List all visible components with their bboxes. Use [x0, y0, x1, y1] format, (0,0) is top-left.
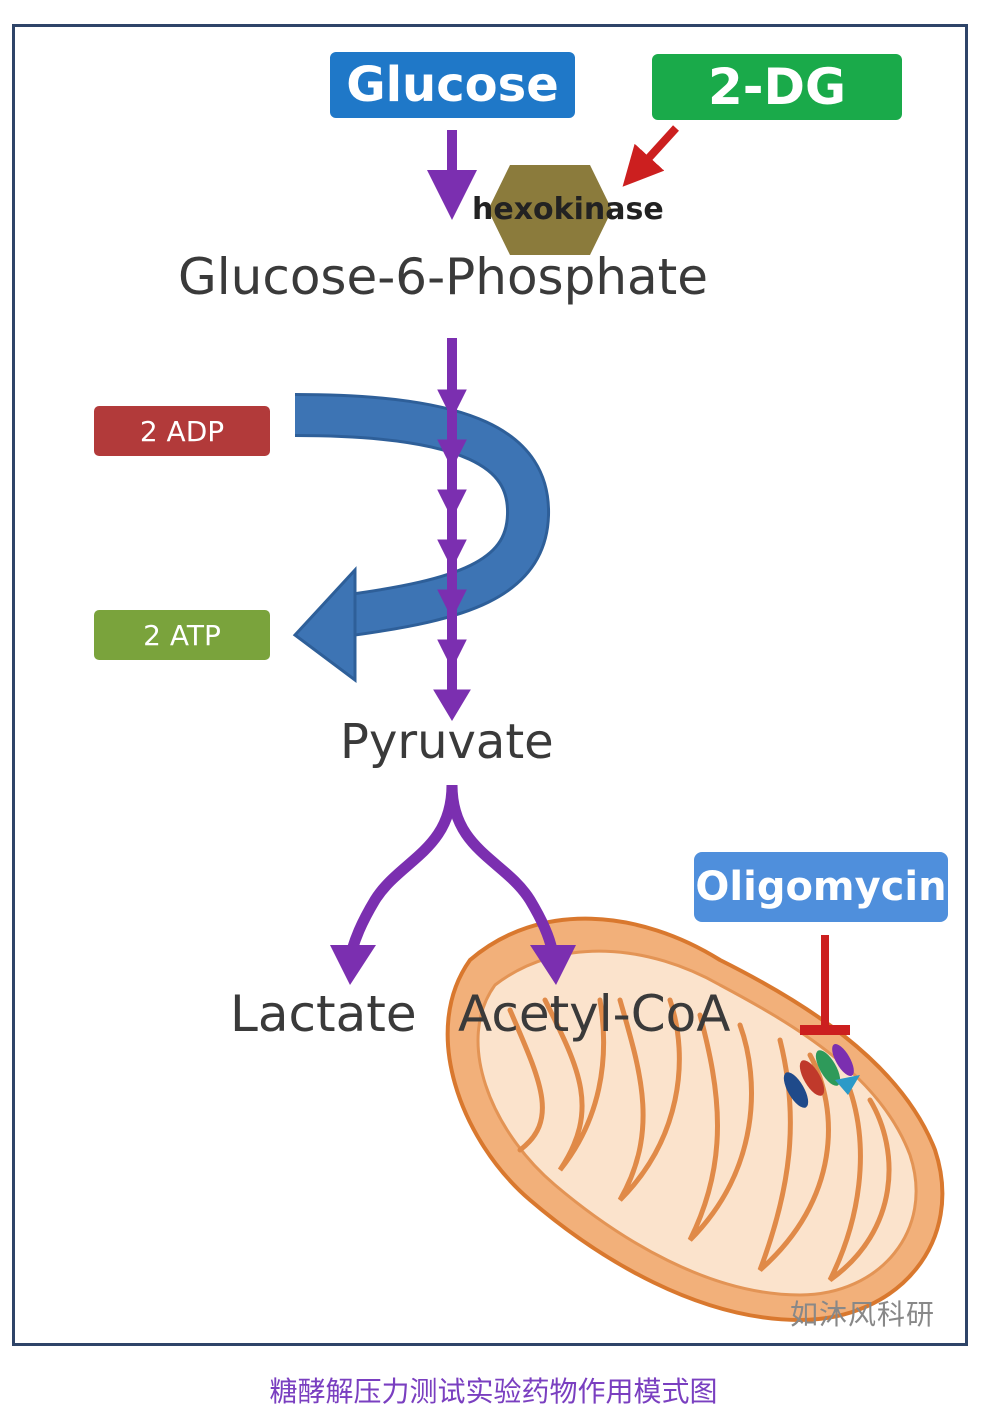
oligomycin-box: Oligomycin	[694, 852, 948, 922]
watermark-text: 如沐风科研	[790, 1298, 936, 1331]
two-dg-box: 2-DG	[652, 54, 902, 120]
acetyl-coa-label: Acetyl-CoA	[458, 985, 731, 1043]
pyruvate-label: Pyruvate	[340, 714, 554, 770]
oligomycin-inhibit-arrow	[800, 935, 850, 1035]
adp-label: 2 ADP	[139, 414, 225, 448]
figure-caption: 糖酵解压力测试实验药物作用模式图	[269, 1375, 718, 1408]
g6p-label: Glucose-6-Phosphate	[178, 248, 709, 306]
hexokinase-icon	[488, 165, 612, 255]
glucose-box: Glucose	[330, 52, 575, 118]
atp-label: 2 ATP	[143, 618, 221, 652]
two-dg-label: 2-DG	[707, 58, 847, 116]
hexokinase-label: hexokinase	[472, 192, 664, 227]
atp-box: 2 ATP	[94, 610, 270, 660]
oligomycin-label: Oligomycin	[695, 864, 947, 910]
mitochondrion-icon	[445, 916, 945, 1323]
pyruvate-branch-arrows	[330, 784, 576, 985]
glycolysis-chain-arrow	[433, 338, 471, 721]
adp-to-atp-arrow	[292, 393, 550, 683]
two-dg-arrow	[622, 125, 679, 187]
glucose-label: Glucose	[346, 57, 559, 113]
adp-box: 2 ADP	[94, 406, 270, 456]
atp-synthase-icon	[783, 1044, 860, 1108]
lactate-label: Lactate	[230, 985, 417, 1043]
